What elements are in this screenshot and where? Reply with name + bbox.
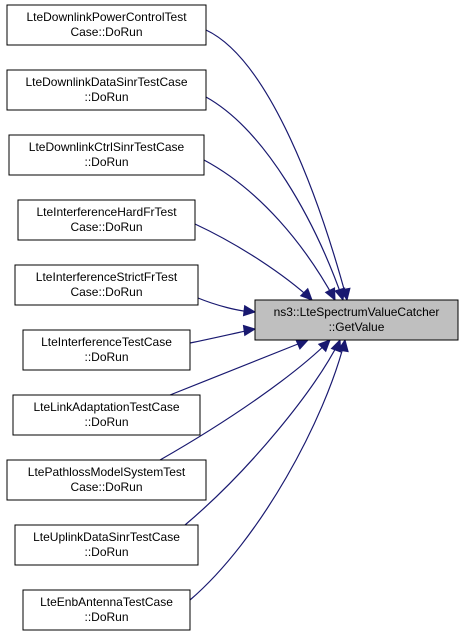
arrow-head xyxy=(295,339,310,350)
edge-line xyxy=(189,339,346,601)
node-label-line: Case::DoRun xyxy=(70,480,142,494)
node-label-line: ns3::LteSpectrumValueCatcher xyxy=(274,305,440,319)
node-label-line: Case::DoRun xyxy=(70,25,142,39)
caller-node-6[interactable]: LteLinkAdaptationTestCase::DoRun xyxy=(12,394,201,436)
edge-line xyxy=(205,29,348,301)
node-label-line: LteEnbAntennaTestCase xyxy=(40,595,173,609)
edge-4 xyxy=(197,297,257,317)
node-box xyxy=(8,134,205,176)
node-label-line: LteDownlinkPowerControlTest xyxy=(26,10,187,24)
node-label-line: ::DoRun xyxy=(84,90,128,104)
edge-3 xyxy=(194,223,313,301)
node-box xyxy=(17,199,196,241)
edges xyxy=(159,29,351,601)
node-label-line: LteInterferenceStrictFrTest xyxy=(36,270,178,284)
caller-node-5[interactable]: LteInterferenceTestCase::DoRun xyxy=(22,329,191,371)
node-label-line: LteInterferenceHardFrTest xyxy=(36,205,177,219)
node-label-line: ::DoRun xyxy=(84,610,128,624)
node-box xyxy=(6,459,207,501)
caller-node-1[interactable]: LteDownlinkDataSinrTestCase::DoRun xyxy=(6,69,207,111)
arrow-head xyxy=(242,324,257,337)
caller-node-9[interactable]: LteEnbAntennaTestCase::DoRun xyxy=(22,589,191,631)
edge-6 xyxy=(169,339,310,396)
node-label-line: ::DoRun xyxy=(84,350,128,364)
edge-9 xyxy=(189,338,349,601)
arrow-head xyxy=(324,287,336,302)
node-label-line: ::DoRun xyxy=(84,415,128,429)
node-label-line: LtePathlossModelSystemTest xyxy=(28,465,186,479)
node-label-line: Case::DoRun xyxy=(70,285,142,299)
node-box xyxy=(14,524,199,566)
node-label-line: LteDownlinkDataSinrTestCase xyxy=(25,75,187,89)
node-label-line: ::DoRun xyxy=(84,155,128,169)
node-label-line: LteUplinkDataSinrTestCase xyxy=(33,530,180,544)
caller-node-2[interactable]: LteDownlinkCtrlSinrTestCase::DoRun xyxy=(8,134,205,176)
arrow-head xyxy=(337,338,349,353)
node-label-line: LteDownlinkCtrlSinrTestCase xyxy=(29,140,185,154)
edge-7 xyxy=(159,339,331,461)
caller-node-8[interactable]: LteUplinkDataSinrTestCase::DoRun xyxy=(14,524,199,566)
node-box xyxy=(6,69,207,111)
arrow-head xyxy=(334,287,346,302)
edge-line xyxy=(205,96,344,301)
arrow-head xyxy=(299,287,313,301)
node-label-line: ::DoRun xyxy=(84,545,128,559)
edge-8 xyxy=(184,338,342,526)
node-box xyxy=(254,299,459,341)
node-box xyxy=(14,264,199,306)
node-label-line: LteLinkAdaptationTestCase xyxy=(33,400,179,414)
edge-5 xyxy=(189,324,257,344)
edge-line xyxy=(169,339,309,396)
edge-line xyxy=(203,159,336,301)
edge-2 xyxy=(203,159,336,302)
edge-line xyxy=(159,339,331,461)
node-box xyxy=(22,329,191,371)
node-box xyxy=(6,4,207,46)
node-label-line: LteInterferenceTestCase xyxy=(41,335,172,349)
node-label-line: ::GetValue xyxy=(329,320,385,334)
nodes: LteDownlinkPowerControlTestCase::DoRunLt… xyxy=(6,4,459,631)
edge-line xyxy=(194,223,313,301)
edge-0 xyxy=(205,29,351,302)
arrow-head xyxy=(242,304,257,317)
node-box xyxy=(12,394,201,436)
node-box xyxy=(22,589,191,631)
edge-line xyxy=(184,339,341,526)
node-label-line: Case::DoRun xyxy=(70,220,142,234)
arrow-head xyxy=(317,339,331,353)
target-node[interactable]: ns3::LteSpectrumValueCatcher::GetValue xyxy=(254,299,459,341)
edge-1 xyxy=(205,96,346,302)
